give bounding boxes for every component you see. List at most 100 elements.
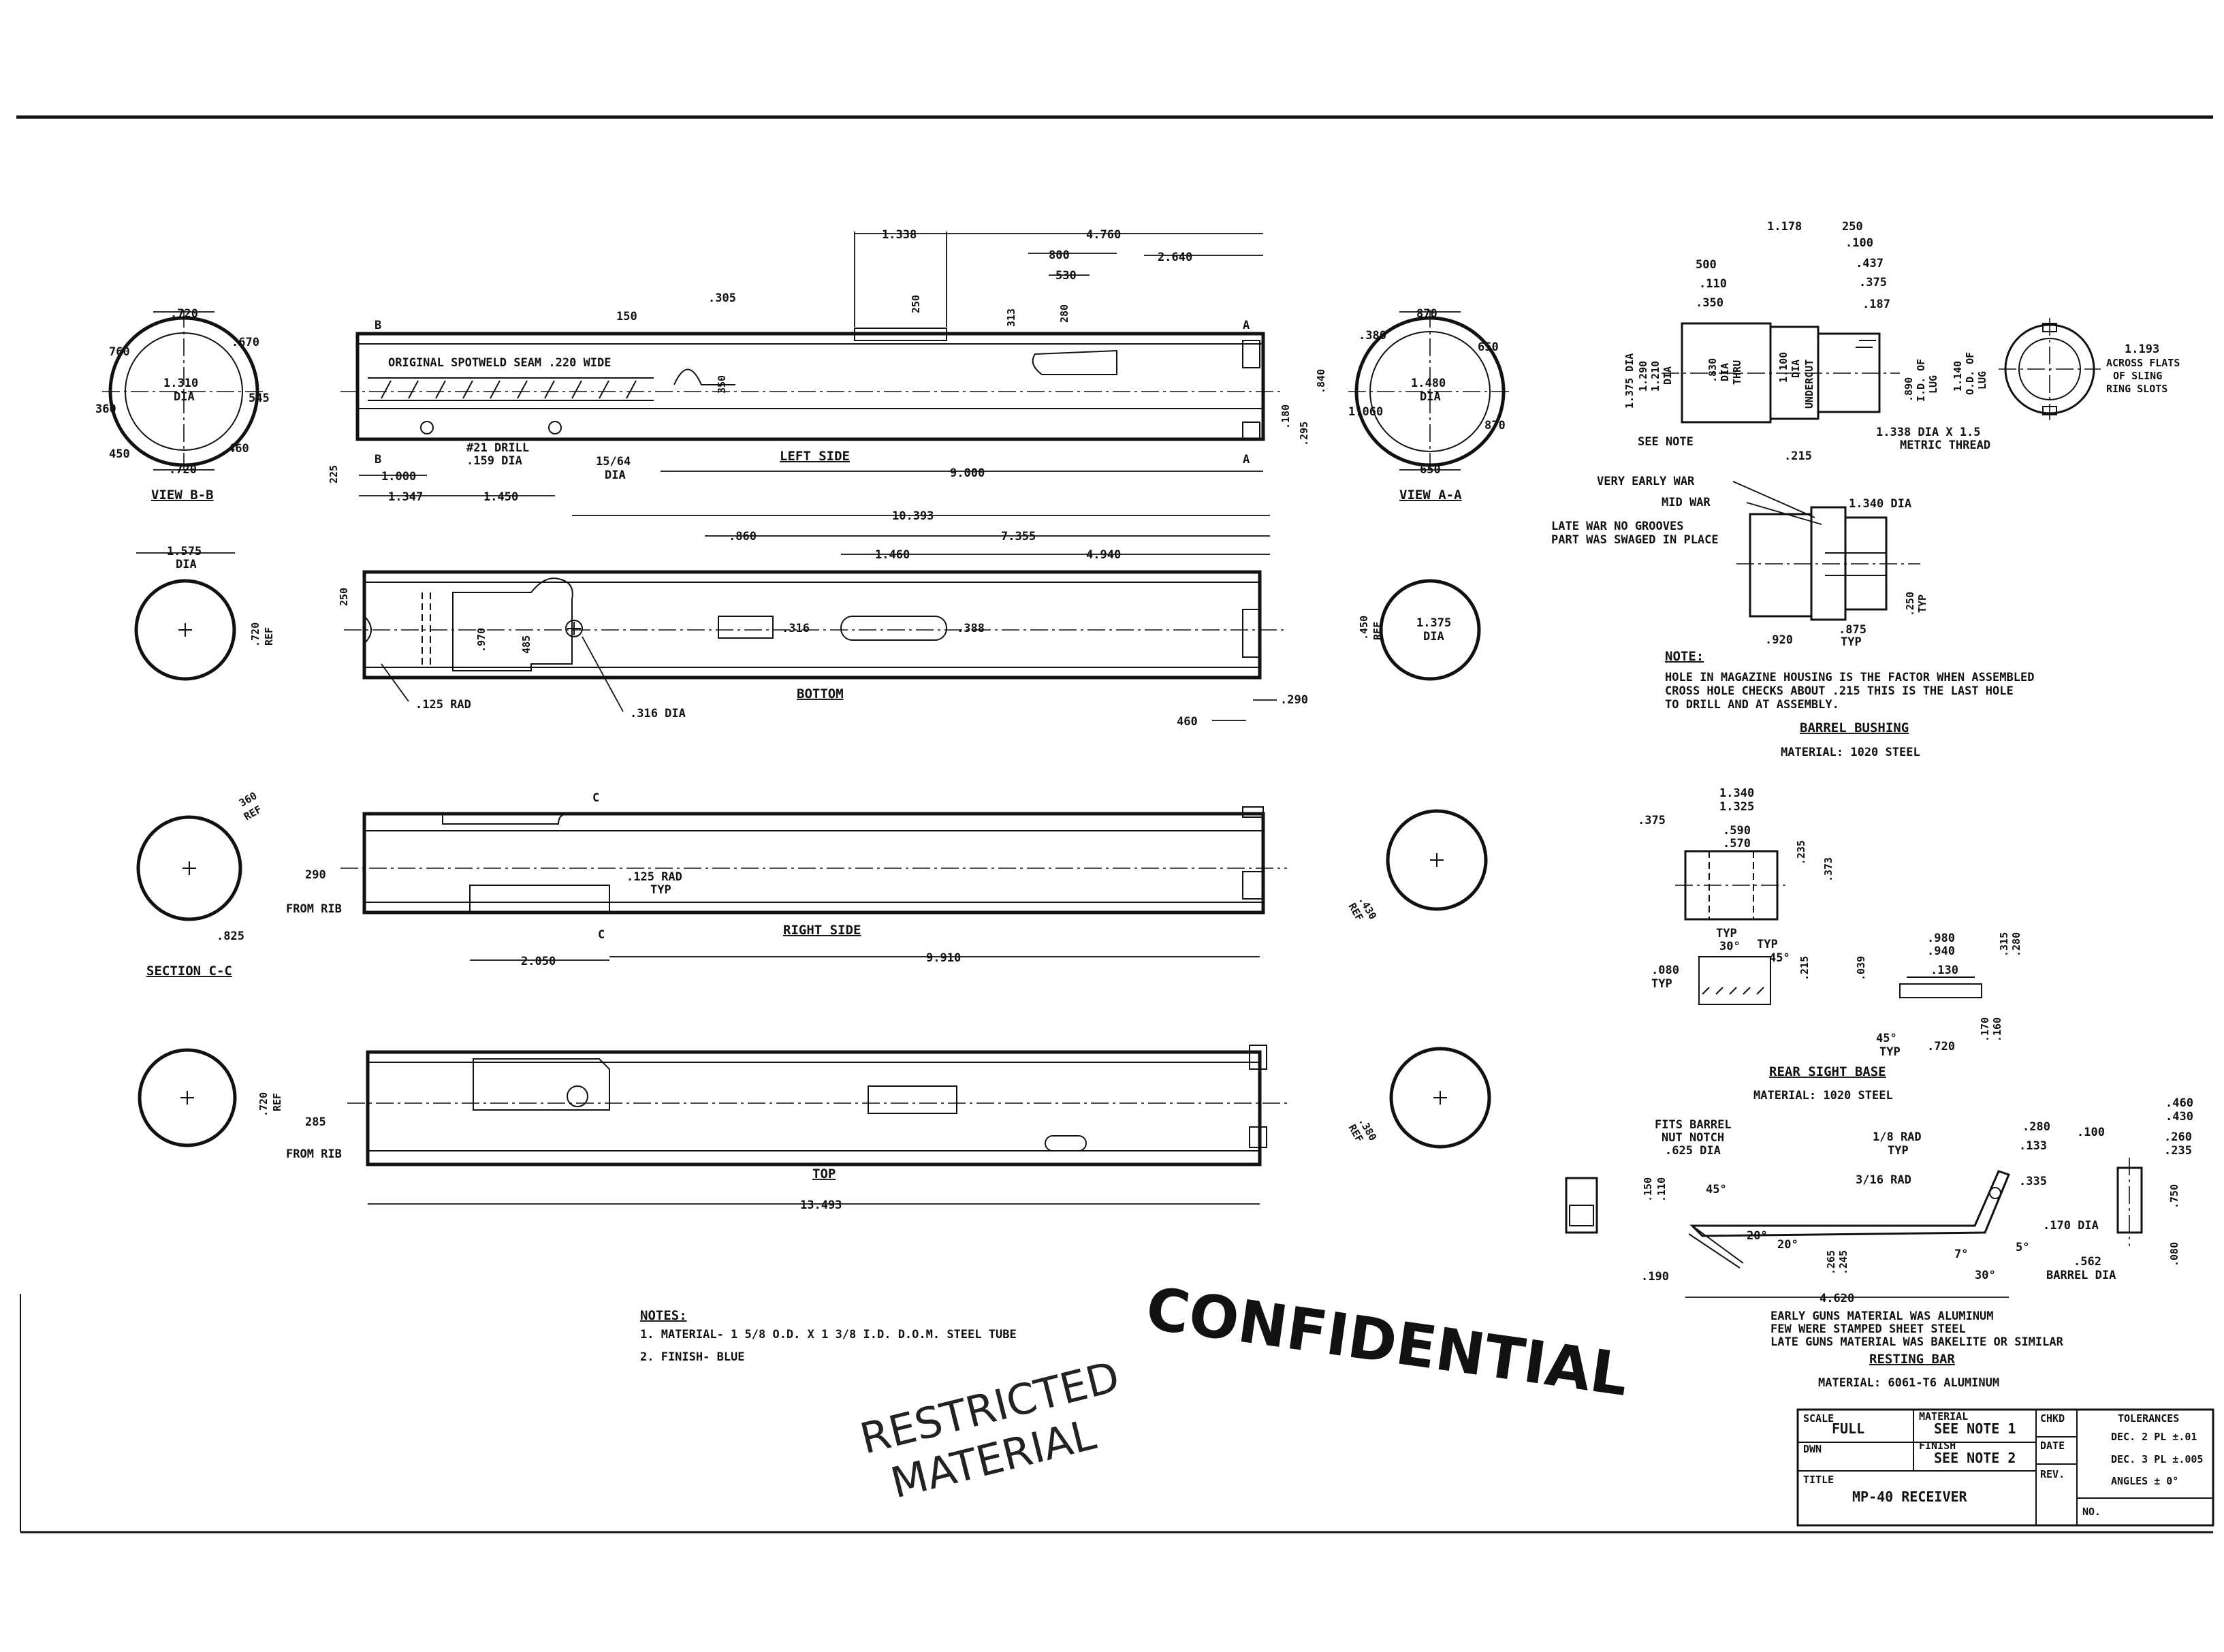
left-callout-159: .159 DIA bbox=[466, 454, 522, 468]
rsb-dim-130: .130 bbox=[1931, 964, 1958, 977]
view-aa-dim-870: 870 bbox=[1484, 419, 1506, 432]
view-bb: .720 760 .670 1.310 DIA 545 360 460 450 … bbox=[95, 307, 270, 503]
bottom-callout-125-rad: .125 RAD bbox=[415, 698, 471, 712]
rsb-30deg: 30° bbox=[1719, 940, 1741, 953]
top-view: .720 REF 285 FROM RIB 13.493 TOP .380 RE… bbox=[138, 1045, 1491, 1212]
right-side-view: 360 REF .825 SECTION C-C C C 290 FROM RI… bbox=[136, 789, 1488, 979]
rb-dim-335: .335 bbox=[2019, 1175, 2047, 1188]
rsb-typ-2: TYP bbox=[1757, 938, 1778, 951]
right-dim-from-rib: FROM RIB bbox=[286, 902, 342, 916]
bb-dim-110: .110 bbox=[1699, 277, 1727, 291]
left-dim-180: .180 bbox=[1280, 404, 1292, 429]
bottom-dim-250: 250 bbox=[338, 588, 350, 606]
spotweld-seam-note: ORIGINAL SPOTWELD SEAM .220 WIDE bbox=[388, 356, 611, 370]
view-bb-dim-760: 760 bbox=[109, 345, 130, 359]
rb-dim-150: .150 bbox=[1642, 1177, 1654, 1202]
bb-dim-1290: 1.290 bbox=[1637, 361, 1649, 392]
tb-material-label: MATERIAL bbox=[1919, 1410, 1968, 1423]
left-dim-305: .305 bbox=[708, 291, 736, 305]
bb-dim-375: .375 bbox=[1859, 276, 1887, 289]
bb-note-line-3: TO DRILL AND AT ASSEMBLY. bbox=[1665, 698, 1839, 712]
rb-dim-460: .460 bbox=[2165, 1096, 2193, 1110]
bb-dim-ring-slots: RING SLOTS bbox=[2106, 383, 2167, 395]
section-mark-a-bottom: A bbox=[1243, 453, 1250, 466]
rb-3-16-rad: 3/16 RAD bbox=[1856, 1173, 1911, 1187]
bottom-circle-ref: REF bbox=[263, 627, 275, 646]
rsb-dim-080-typ: TYP bbox=[1651, 977, 1672, 991]
tb-tol-line-3: ANGLES ± 0° bbox=[2111, 1475, 2178, 1487]
rsb-dim-720: .720 bbox=[1927, 1040, 1955, 1053]
rb-dim-235: .235 bbox=[2164, 1144, 2192, 1158]
rsb-dim-375: .375 bbox=[1638, 814, 1666, 827]
view-bb-title: VIEW B-B bbox=[151, 488, 214, 503]
title-block: SCALE FULL MATERIAL SEE NOTE 1 CHKD DATE… bbox=[1796, 1408, 2214, 1527]
tb-finish: SEE NOTE 2 bbox=[1934, 1450, 2016, 1466]
rb-625-dia: .625 DIA bbox=[1665, 1144, 1721, 1158]
left-dim-800: 800 bbox=[1049, 249, 1070, 262]
section-mark-a-top: A bbox=[1243, 319, 1250, 332]
view-bb-dim-545: 545 bbox=[249, 392, 270, 405]
view-aa-dia-label: DIA bbox=[1420, 390, 1441, 404]
rsb-dim-280: .280 bbox=[2010, 932, 2022, 957]
view-aa-title: VIEW A-A bbox=[1399, 488, 1462, 503]
bb-dim-lug-b: LUG bbox=[1976, 371, 1988, 390]
bb-dim-500: 500 bbox=[1696, 258, 1717, 272]
rb-title: RESTING BAR bbox=[1869, 1352, 1955, 1367]
rsb-dim-373: .373 bbox=[1822, 857, 1834, 882]
view-bb-dim-top: .720 bbox=[170, 307, 198, 321]
rb-dim-110: .110 bbox=[1655, 1177, 1668, 1202]
tb-scale: FULL bbox=[1832, 1420, 1864, 1437]
rsb-typ-3: TYP bbox=[1879, 1045, 1901, 1059]
right-dim-2050: 2.050 bbox=[521, 955, 556, 968]
left-dim-1347: 1.347 bbox=[388, 490, 423, 504]
view-aa-dim-870-top: 870 bbox=[1416, 307, 1437, 321]
bb-mid-war: MID WAR bbox=[1662, 496, 1711, 509]
bb-dim-dia-c: DIA bbox=[1790, 360, 1802, 378]
rsb-dim-590: .590 bbox=[1723, 824, 1751, 838]
bottom-view: 1.575 DIA .720 REF 10.393 .860 7.355 1.4… bbox=[134, 509, 1481, 729]
rb-fits-barrel: FITS BARREL bbox=[1655, 1118, 1732, 1132]
section-mark-b-bottom: B bbox=[375, 453, 381, 466]
view-aa-dim-650: 650 bbox=[1420, 463, 1441, 477]
bb-title: BARREL BUSHING bbox=[1800, 720, 1909, 735]
view-bb-dim-bottom: .720 bbox=[169, 463, 197, 477]
bb-dim-od-of: O.D. OF bbox=[1964, 352, 1976, 395]
barrel-bushing: 1.178 250 .100 500 .110 .350 .437 .375 .… bbox=[1551, 220, 2180, 759]
bb-note-line-1: HOLE IN MAGAZINE HOUSING IS THE FACTOR W… bbox=[1665, 671, 2034, 684]
bb-dim-1100: 1.100 bbox=[1777, 352, 1790, 383]
bb-dim-dia-a: DIA bbox=[1662, 366, 1674, 385]
bb-dim-id-of: I.D. OF bbox=[1915, 359, 1927, 402]
section-cc-825: .825 bbox=[217, 930, 244, 943]
left-dim-313: 313 bbox=[1005, 308, 1017, 327]
bottom-dim-388: .388 bbox=[957, 622, 985, 635]
left-dim-1338: 1.338 bbox=[882, 228, 917, 242]
left-callout-dia: DIA bbox=[605, 468, 626, 482]
view-bb-dim-360: 360 bbox=[95, 402, 116, 416]
rb-170-dia: .170 DIA bbox=[2043, 1219, 2099, 1233]
view-bb-dim-460: 460 bbox=[228, 442, 249, 456]
left-dim-530: 530 bbox=[1055, 269, 1077, 283]
rb-note-3: LATE GUNS MATERIAL WAS BAKELITE OR SIMIL… bbox=[1770, 1335, 2064, 1349]
rb-dim-100: .100 bbox=[2077, 1126, 2105, 1139]
rb-45deg: 45° bbox=[1706, 1183, 1727, 1196]
top-dim-285: 285 bbox=[305, 1115, 326, 1129]
view-aa-dim-650-top: 650 bbox=[1478, 340, 1499, 354]
bb-late-war: LATE WAR NO GROOVES bbox=[1551, 520, 1683, 533]
resting-bar: FITS BARREL NUT NOTCH .625 DIA .280 1/8 … bbox=[1565, 1096, 2193, 1390]
bb-swaged: PART WAS SWAGED IN PLACE bbox=[1551, 533, 1719, 547]
tb-scale-label: SCALE bbox=[1803, 1412, 1834, 1425]
tb-material: SEE NOTE 1 bbox=[1934, 1420, 2016, 1437]
bb-dim-350: .350 bbox=[1696, 296, 1723, 310]
rsb-45deg-2: 45° bbox=[1876, 1032, 1897, 1045]
bb-very-early-war: VERY EARLY WAR bbox=[1597, 475, 1695, 488]
view-aa-dim-dia: 1.480 bbox=[1411, 377, 1446, 390]
view-aa-dim-1060: 1.060 bbox=[1348, 405, 1383, 419]
left-dim-9000: 9.000 bbox=[950, 466, 985, 480]
rb-dim-280: .280 bbox=[2022, 1120, 2050, 1134]
bottom-circle-dia: DIA bbox=[176, 558, 197, 571]
bb-dim-metric-thread: METRIC THREAD bbox=[1900, 439, 1990, 452]
left-dim-2640: 2.640 bbox=[1158, 251, 1192, 264]
right-side-title: RIGHT SIDE bbox=[783, 923, 861, 938]
rb-1-8-rad: 1/8 RAD bbox=[1873, 1130, 1922, 1144]
view-bb-dim-670: .670 bbox=[232, 336, 259, 349]
